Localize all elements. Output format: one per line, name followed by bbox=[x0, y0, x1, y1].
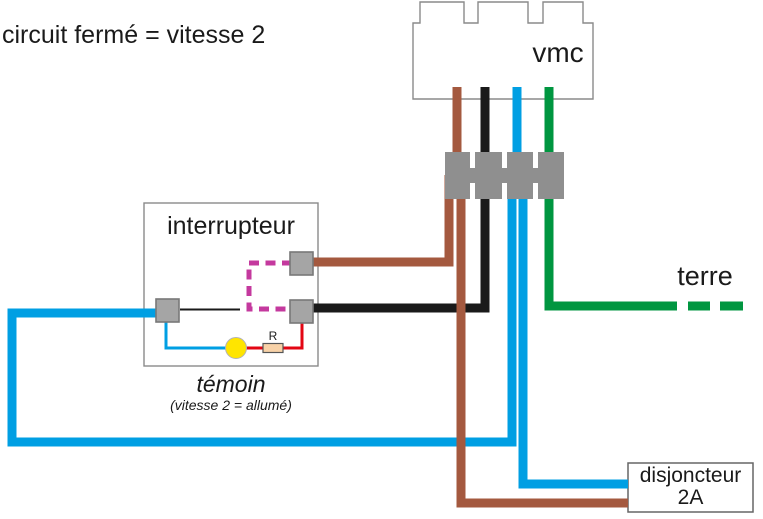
terminal-block-bridge-3 bbox=[531, 168, 540, 183]
vmc-label: vmc bbox=[532, 37, 584, 68]
brown-wire-to-breaker bbox=[456, 175, 628, 508]
terminal-block-domino-1 bbox=[445, 152, 470, 199]
blue-wire-to-breaker bbox=[518, 175, 628, 489]
terminal-block-bridge-1 bbox=[468, 168, 477, 183]
indicator-label: témoin bbox=[196, 371, 266, 397]
terminal-block-domino-2 bbox=[475, 152, 502, 199]
vmc-box bbox=[412, 1, 594, 100]
switch-terminal-top-right bbox=[289, 251, 314, 276]
resistor bbox=[262, 342, 284, 354]
breaker-label-line1: disjoncteur bbox=[639, 464, 742, 487]
indicator-lamp-icon bbox=[225, 337, 247, 359]
terminal-block-domino-3 bbox=[507, 152, 533, 199]
blue-wire-loop-to-switch bbox=[7, 175, 517, 447]
terminal-block-bridge-2 bbox=[500, 168, 509, 183]
terminal-block-domino-4 bbox=[538, 152, 564, 199]
earth-label: terre bbox=[677, 261, 733, 291]
switch-label: interrupteur bbox=[167, 212, 295, 240]
indicator-wire-blue bbox=[164, 320, 226, 350]
breaker-label: disjoncteur 2A bbox=[628, 465, 753, 509]
diagram-title: circuit fermé = vitesse 2 bbox=[2, 21, 266, 49]
switch-terminal-bottom-right bbox=[289, 299, 314, 324]
breaker-label-line2: 2A bbox=[677, 486, 704, 509]
resistor-label: R bbox=[268, 329, 278, 343]
indicator-note: (vitesse 2 = allumé) bbox=[170, 397, 292, 413]
switch-terminal-left bbox=[155, 298, 180, 323]
terminal-block bbox=[445, 152, 564, 199]
switch-closed-contact-dashed bbox=[246, 260, 292, 312]
brown-wire-to-switch bbox=[300, 175, 454, 267]
